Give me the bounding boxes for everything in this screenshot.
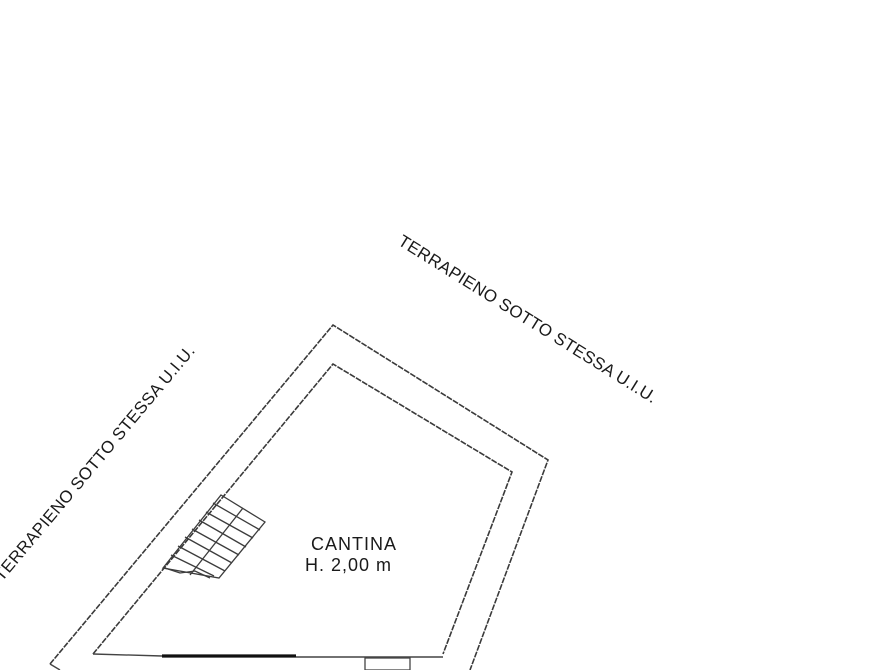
room-name: CANTINA — [311, 534, 397, 554]
annotation-right: TERRAPIENO SOTTO STESSA U.I.U. — [395, 231, 661, 407]
inner-wall-bottom-left — [92, 653, 163, 657]
outer-wall-bottom-left — [49, 663, 61, 670]
annotation-left: TERRAPIENO SOTTO STESSA U.I.U. — [0, 341, 199, 584]
window-step — [364, 657, 411, 670]
outer-wall — [49, 323, 549, 670]
room-height: H. 2,00 m — [305, 555, 392, 575]
staircase — [161, 494, 266, 579]
inner-wall — [92, 362, 513, 655]
